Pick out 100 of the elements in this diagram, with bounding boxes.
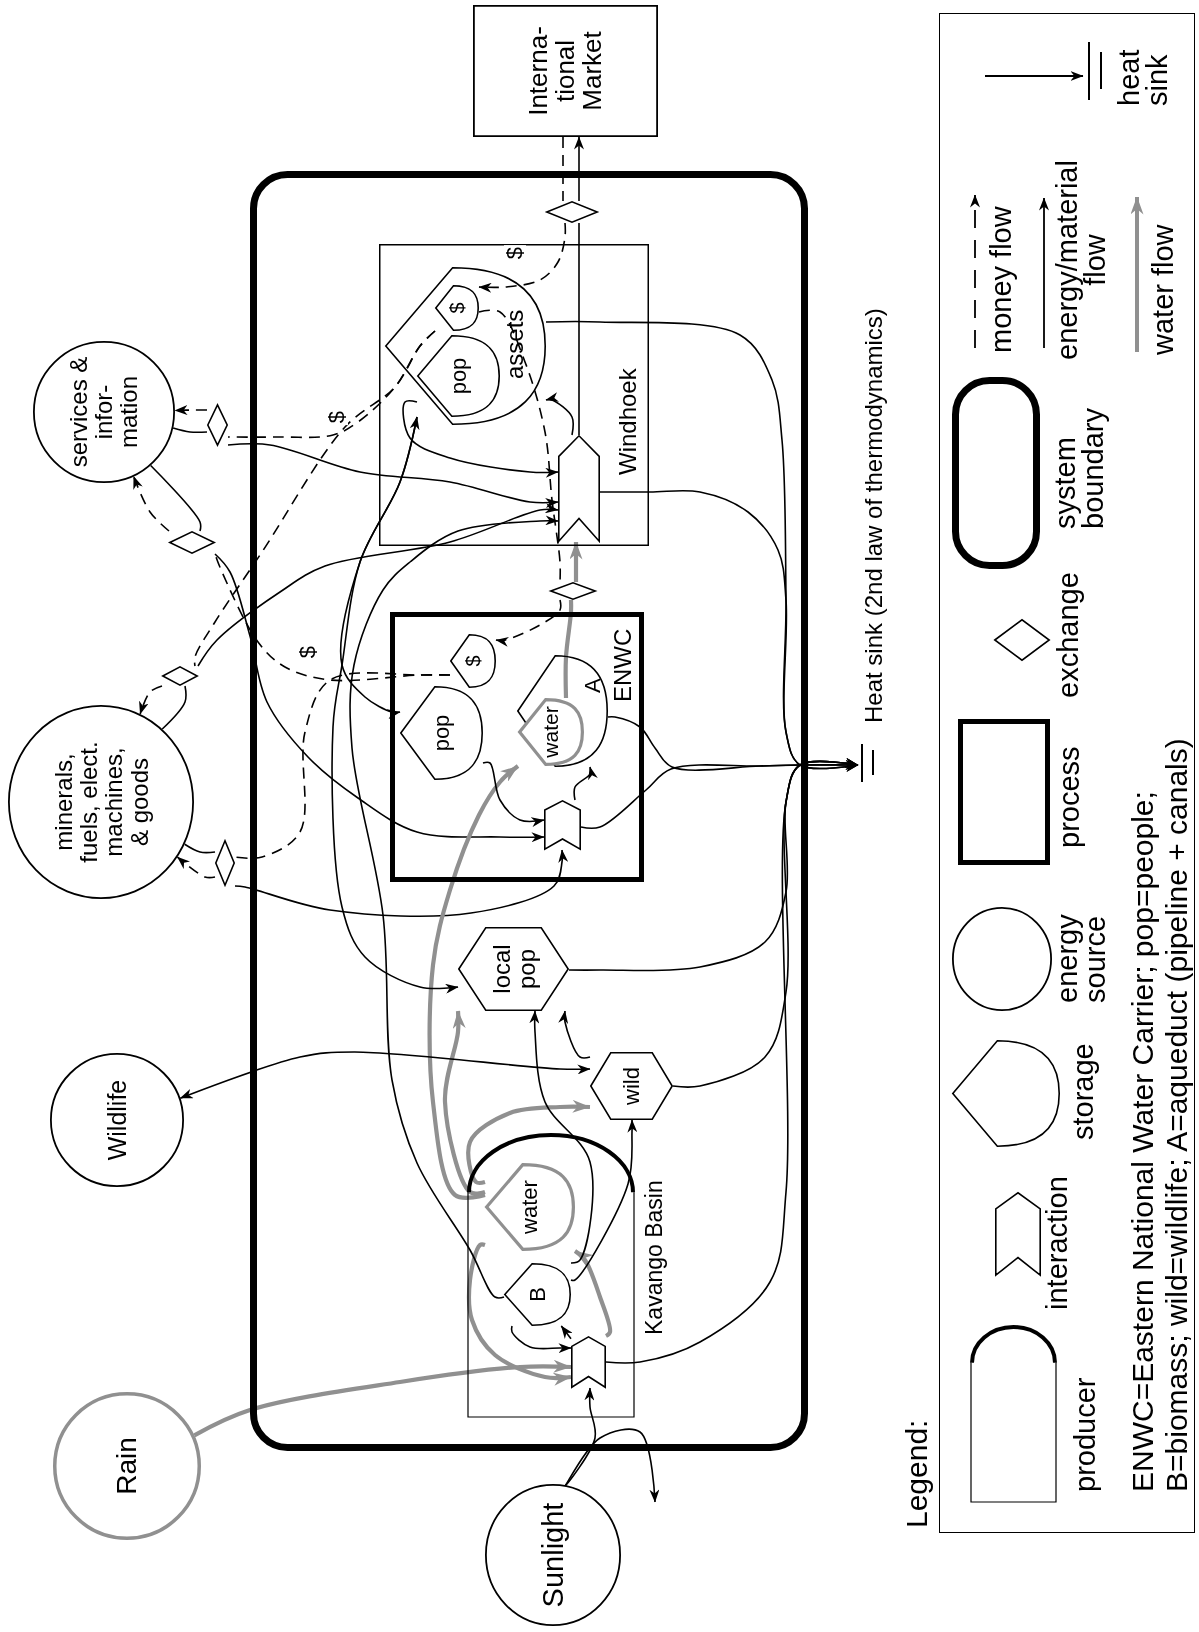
water-flow-arrow	[573, 1249, 613, 1338]
flow-arrow	[214, 553, 545, 843]
water-flow-arrow	[442, 1010, 486, 1196]
flow-arrow	[197, 503, 559, 667]
consumer-hexagon	[590, 1052, 673, 1120]
money-flow-arrow	[132, 475, 170, 532]
flow-arrow	[339, 416, 418, 720]
interaction-symbol	[558, 435, 600, 542]
flow-arrow	[599, 489, 859, 772]
interaction-symbol	[571, 1336, 606, 1388]
edge-label: $	[326, 408, 348, 426]
money-flow-arrow	[176, 856, 216, 879]
flow-arrow	[560, 1325, 573, 1340]
legend-label: heat sink	[1116, 48, 1172, 106]
flow-arrow	[564, 1387, 597, 1487]
exchange-diamond	[550, 582, 596, 600]
flow-arrow	[605, 757, 859, 1364]
legend-label: energy/material flow	[1054, 159, 1110, 362]
flow-arrow	[227, 443, 559, 508]
source-circle	[53, 1392, 201, 1540]
legend-label: money flow	[988, 206, 1016, 353]
money-flow-arrow	[495, 599, 562, 647]
node-label: $	[446, 302, 468, 314]
water-flow-arrow	[466, 1099, 591, 1185]
exchange-diamond	[546, 201, 598, 223]
legend-label: interaction	[1044, 1176, 1072, 1310]
node-label: services & infor- mation	[66, 356, 142, 468]
edge-label: $	[297, 643, 319, 661]
water-flow-arrow	[193, 1359, 572, 1438]
storage-tank	[435, 285, 479, 331]
flow-arrow	[529, 1010, 594, 1264]
node-label: Kavango Basin	[642, 1180, 667, 1335]
flow-arrow	[234, 849, 569, 917]
node-label: Sunlight	[537, 1502, 569, 1608]
legend-label: exchange	[1055, 572, 1083, 698]
water-flow-arrow	[569, 541, 583, 582]
storage-tank	[517, 655, 608, 767]
source-circle	[50, 1053, 184, 1187]
process-box	[390, 612, 644, 882]
source-circle	[8, 705, 194, 899]
legend-label: process	[1056, 746, 1084, 848]
legend-label: water flow	[1150, 224, 1178, 355]
note-text: B=biomass; wild=wildlife; A=aqueduct (pipeline + canals)	[1162, 738, 1192, 1492]
legend-label: storage	[1070, 1043, 1098, 1140]
node-label: B	[525, 1287, 550, 1302]
money-flow-arrow	[174, 405, 208, 416]
storage-tank	[504, 1263, 571, 1326]
exchange-diamond	[162, 666, 198, 686]
node-label: Interna- tional Market	[524, 25, 607, 118]
node-label: Rain	[112, 1437, 142, 1495]
flow-arrow	[545, 392, 574, 436]
source-circle	[33, 341, 175, 483]
water-flow-arrow	[427, 764, 520, 1200]
storage-tank	[450, 634, 496, 688]
source-circle	[485, 1484, 621, 1626]
node-label: water	[540, 706, 562, 758]
flow-arrow	[574, 136, 584, 202]
node-label: pop	[446, 357, 471, 395]
legend-label: energy source	[1054, 913, 1110, 1003]
flow-arrow	[510, 1325, 572, 1354]
node-label: wild	[619, 1067, 644, 1105]
interaction-symbol	[544, 800, 581, 850]
node-label: Wildlife	[103, 1079, 131, 1161]
exchange-diamond	[215, 840, 235, 886]
flow-arrow	[482, 761, 545, 827]
node-label: pop	[429, 714, 454, 752]
system-boundary	[250, 171, 808, 1451]
consumer-hexagon	[458, 927, 569, 1011]
flow-arrow	[564, 1428, 660, 1503]
flow-arrow	[570, 1119, 638, 1282]
exchange-diamond	[207, 404, 228, 446]
node-label: ENWC	[610, 628, 636, 702]
storage-tank	[417, 335, 500, 417]
exchange-diamond	[169, 531, 215, 554]
storage-tank	[518, 698, 584, 766]
storage-tank	[485, 1163, 575, 1251]
legend-title: Legend:	[902, 1419, 932, 1528]
water-flow-arrow	[466, 1242, 572, 1386]
storage-tank	[400, 686, 483, 780]
legend-label: system boundary	[1052, 407, 1108, 529]
note-text: ENWC=Eastern National Water Carrier; pop=people;	[1128, 791, 1158, 1492]
node-label: minerals, fuels, elect. machines, & goods	[50, 740, 152, 865]
node-label: local pop	[488, 943, 539, 996]
node-label: Heat sink (2nd law of thermodynamics)	[861, 308, 887, 723]
flow-arrow	[331, 416, 459, 994]
node-label: Windhoek	[615, 368, 641, 475]
flow-arrow	[179, 1051, 591, 1099]
flow-arrow	[573, 766, 598, 801]
node-label: A	[581, 678, 605, 693]
legend-label: producer	[1072, 1377, 1100, 1492]
storage-tank	[385, 267, 546, 425]
money-flow-arrow	[478, 222, 567, 293]
flow-arrow	[558, 1010, 591, 1059]
node-label: $	[462, 655, 484, 667]
node-label: water	[518, 1180, 542, 1234]
process-box	[379, 244, 649, 546]
money-flow-arrow	[139, 685, 163, 715]
flow-arrow	[349, 515, 559, 1299]
market-box	[473, 5, 658, 137]
node-label: assets	[502, 309, 528, 379]
